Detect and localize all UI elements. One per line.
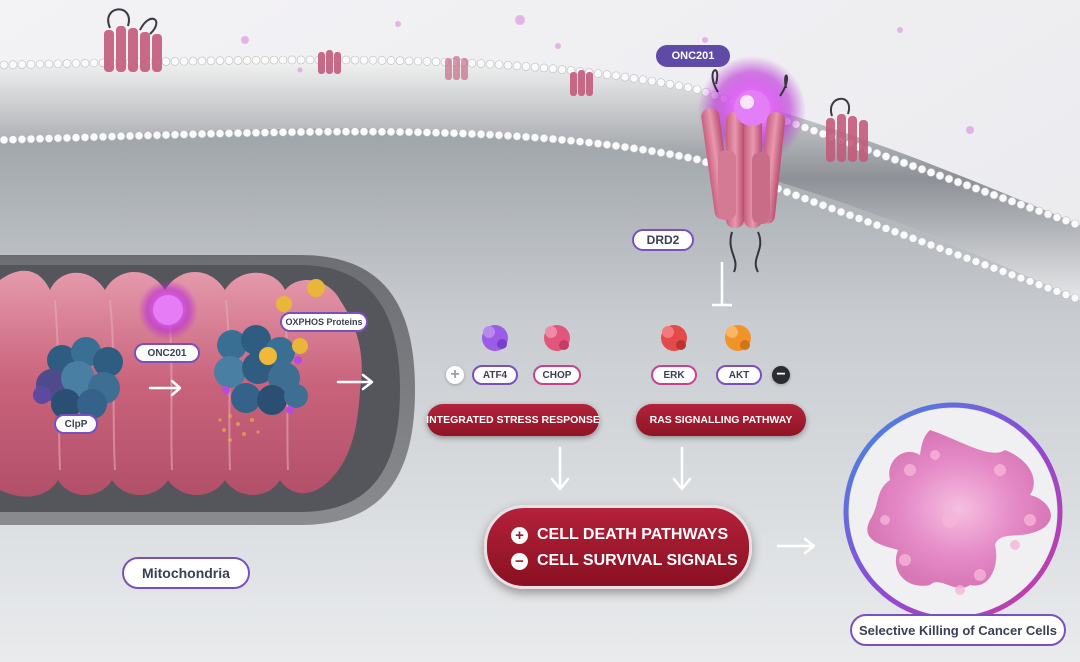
minus-icon: −: [511, 552, 528, 570]
drd2-label: DRD2: [632, 229, 694, 251]
plus-icon: +: [446, 366, 464, 384]
cell-death-line: + CELL DEATH PATHWAYS: [511, 522, 749, 548]
mitochondria-label: Mitochondria: [122, 557, 250, 589]
oxphos-label: OXPHOS Proteins: [280, 312, 368, 332]
integrated-stress-response-box: INTEGRATED STRESS RESPONSE: [426, 404, 600, 436]
chop-label: CHOP: [533, 365, 581, 385]
erk-label: ERK: [651, 365, 697, 385]
onc201-mito-label: ONC201: [134, 343, 200, 363]
clpp-label: ClpP: [54, 414, 98, 434]
selective-killing-label: Selective Killing of Cancer Cells: [850, 614, 1066, 646]
akt-label: AKT: [716, 365, 762, 385]
atf4-label: ATF4: [472, 365, 518, 385]
plus-icon: +: [511, 526, 528, 544]
cell-survival-line: − CELL SURVIVAL SIGNALS: [511, 548, 749, 574]
onc201-top-label: ONC201: [656, 45, 730, 67]
cell-death-pathways-label: CELL DEATH PATHWAYS: [537, 526, 729, 543]
ras-signalling-pathway-box: RAS SIGNALLING PATHWAY: [636, 404, 806, 436]
outcome-box: + CELL DEATH PATHWAYS − CELL SURVIVAL SI…: [484, 505, 752, 589]
minus-icon: −: [772, 366, 790, 384]
cell-survival-signals-label: CELL SURVIVAL SIGNALS: [537, 552, 738, 569]
